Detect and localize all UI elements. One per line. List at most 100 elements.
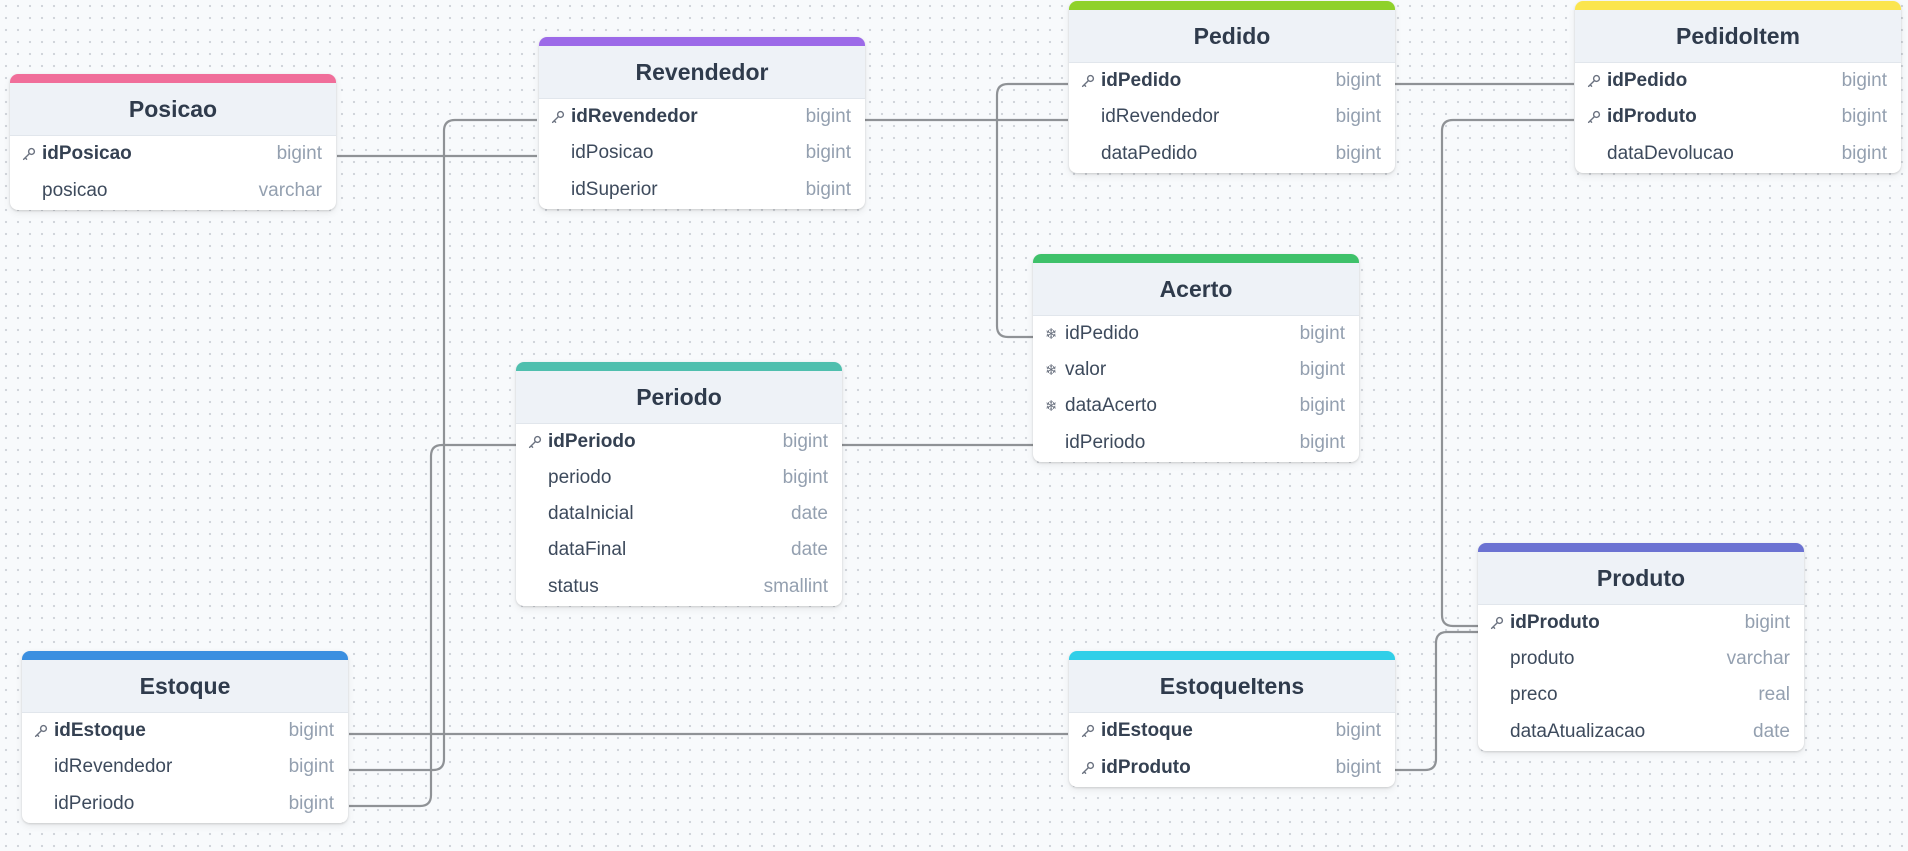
column-type: bigint	[1335, 106, 1381, 127]
table-produto[interactable]: Produto idProduto bigint produto varchar pre…	[1478, 543, 1804, 751]
column-type: bigint	[1841, 106, 1887, 127]
column-name: dataPedido	[1101, 143, 1198, 164]
column-name: idPosicao	[571, 142, 654, 163]
column-type: bigint	[1299, 395, 1345, 416]
column-name: idSuperior	[571, 179, 658, 200]
column-row-idrevendedor[interactable]: idRevendedor bigint	[1069, 99, 1395, 135]
column-name: dataAcerto	[1065, 395, 1157, 416]
column-type: varchar	[1726, 648, 1790, 669]
column-name: idRevendedor	[1101, 106, 1220, 127]
column-row-idproduto[interactable]: idProduto bigint	[1478, 605, 1804, 641]
column-row-idpedido[interactable]: ❄ idPedido bigint	[1033, 316, 1359, 352]
column-name: dataAtualizacao	[1510, 721, 1646, 742]
snowflake-icon: ❄	[1045, 326, 1058, 343]
column-name: valor	[1065, 359, 1107, 380]
edge-pedido-acerto[interactable]	[995, 82, 1068, 339]
table-color-bar	[539, 37, 865, 46]
column-type: bigint	[1335, 720, 1381, 741]
column-type: bigint	[1744, 612, 1790, 633]
column-name: idProduto	[1510, 612, 1600, 633]
table-color-bar	[1033, 254, 1359, 263]
column-type: real	[1758, 684, 1790, 705]
column-type: date	[791, 539, 828, 560]
column-type: date	[1753, 721, 1790, 742]
edge-pedidoitem-produto[interactable]	[1440, 118, 1574, 628]
column-type: bigint	[1299, 359, 1345, 380]
edge-estoque-periodo[interactable]	[349, 443, 516, 808]
column-type: bigint	[1335, 143, 1381, 164]
column-row-idproduto[interactable]: idProduto bigint	[1069, 749, 1395, 787]
column-row-datafinal[interactable]: dataFinal date	[516, 532, 842, 568]
column-name: idProduto	[1607, 106, 1697, 127]
column-row-idrevendedor[interactable]: idRevendedor bigint	[539, 99, 865, 135]
key-icon	[1081, 74, 1101, 88]
column-name: posicao	[42, 180, 108, 201]
key-icon	[1081, 761, 1101, 775]
table-color-bar	[1069, 651, 1395, 660]
column-type: bigint	[1299, 432, 1345, 453]
column-row-datapedido[interactable]: dataPedido bigint	[1069, 135, 1395, 173]
column-name: produto	[1510, 648, 1575, 669]
key-icon	[34, 724, 54, 738]
column-name: idPeriodo	[54, 793, 135, 814]
column-row-idproduto[interactable]: idProduto bigint	[1575, 99, 1901, 135]
column-row-produto[interactable]: produto varchar	[1478, 641, 1804, 677]
edge-estoqueitens-produto[interactable]	[1395, 630, 1478, 772]
column-name: idProduto	[1101, 757, 1191, 778]
column-type: date	[791, 503, 828, 524]
column-type: bigint	[1335, 757, 1381, 778]
column-type: bigint	[782, 467, 828, 488]
column-type: bigint	[1335, 70, 1381, 91]
column-name: idRevendedor	[571, 106, 698, 127]
column-name: idPedido	[1065, 323, 1139, 344]
column-name: idPosicao	[42, 143, 132, 164]
table-color-bar	[1575, 1, 1901, 10]
column-name: idEstoque	[54, 720, 146, 741]
column-name: idPeriodo	[548, 431, 636, 452]
column-row-dataatualizacao[interactable]: dataAtualizacao date	[1478, 713, 1804, 751]
table-title: Produto	[1478, 552, 1804, 605]
column-type: bigint	[805, 106, 851, 127]
table-title: EstoqueItens	[1069, 660, 1395, 713]
key-icon	[1081, 724, 1101, 738]
column-type: bigint	[1299, 323, 1345, 344]
column-name: dataFinal	[548, 539, 627, 560]
key-icon	[1490, 616, 1510, 630]
table-color-bar	[1478, 543, 1804, 552]
